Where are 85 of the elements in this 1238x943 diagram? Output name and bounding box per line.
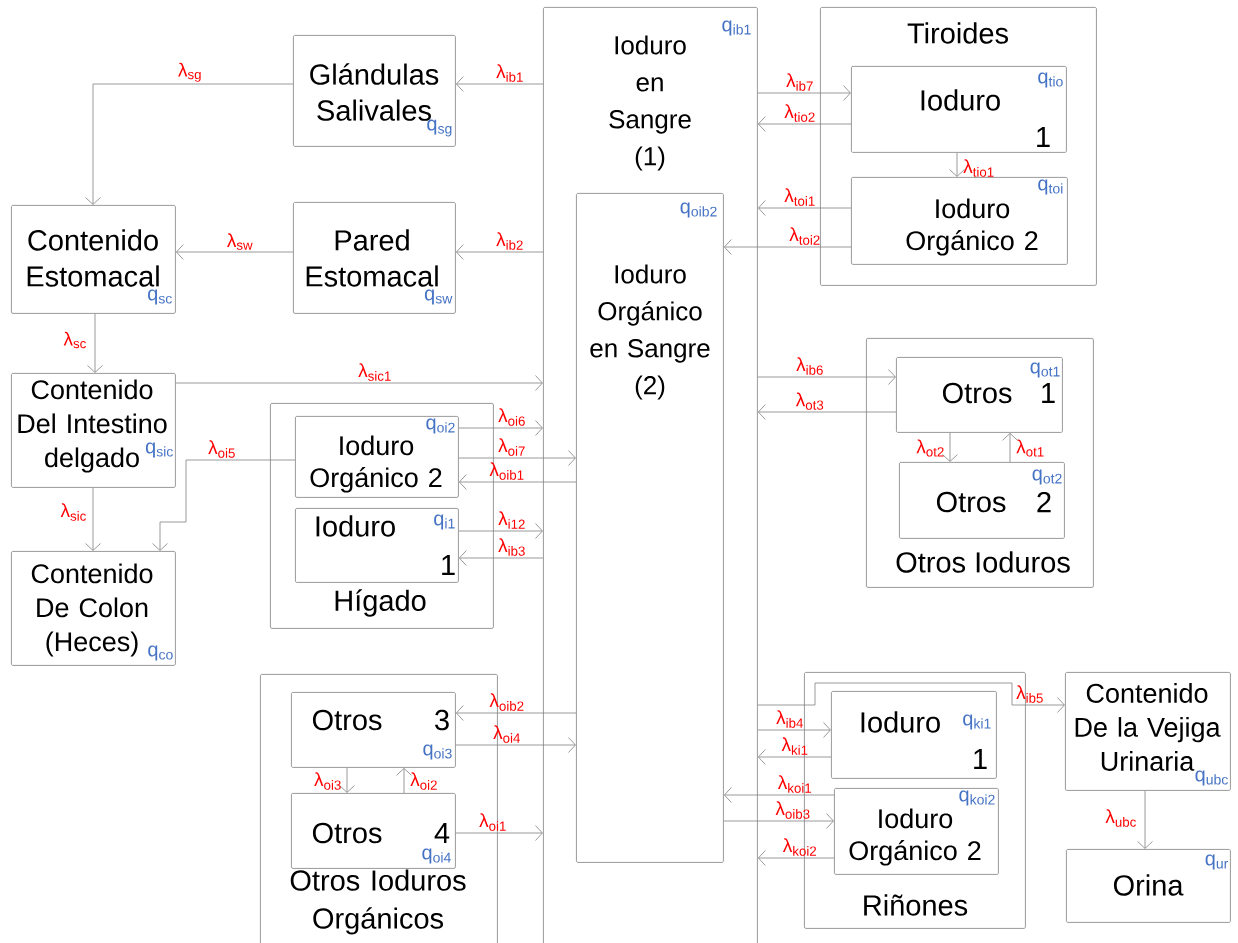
compartment-box: Contenido Estomacal q$_{sc}$ <box>11 205 176 314</box>
arrow <box>757 85 851 101</box>
arrow <box>458 474 577 490</box>
edge-label: λ$_{sg}$ <box>178 62 201 82</box>
edge-label: λ$_{oi4}$ <box>493 725 520 743</box>
arrow <box>455 244 544 260</box>
edge-label: λ$_{tio1}$ <box>963 159 994 177</box>
compartment-box: q$_{ot2}$ Otros 2 <box>899 462 1065 539</box>
edge-label: λ$_{ib7}$ <box>786 73 813 91</box>
arrow <box>175 244 294 260</box>
edge-label: λ$_{ot1}$ <box>1016 439 1044 457</box>
arrow <box>757 749 832 765</box>
arrow <box>757 722 831 738</box>
arrow <box>455 737 576 753</box>
edge-label: λ$_{ubc}$ <box>1105 809 1136 827</box>
edge-label: λ$_{koi2}$ <box>782 838 817 856</box>
edge-label: λ$_{ib1}$ <box>496 64 523 82</box>
compartment-box: q$_{oi2}$ Ioduro Orgánico 2 <box>295 416 459 498</box>
compartment-box: Ioduro q$_{i1}$ 1 <box>295 508 459 583</box>
arrow <box>175 375 543 391</box>
edge-label: λ$_{sc}$ <box>63 331 86 349</box>
edge-label: λ$_{oi1}$ <box>479 813 506 831</box>
compartment-box: Ioduro q$_{ki1}$ 1 <box>831 691 997 779</box>
arrow <box>757 682 1065 713</box>
edge-label: λ$_{oi2}$ <box>410 772 437 790</box>
compartment-box: Contenido Del Intestino delgado q$_{sic}$ <box>11 373 176 488</box>
arrow <box>757 369 896 385</box>
edge-label: λ$_{oi6}$ <box>498 408 525 426</box>
arrow <box>723 813 834 829</box>
edge-label: λ$_{ot2}$ <box>916 439 944 457</box>
arrow <box>455 825 543 841</box>
compartment-box: Contenido De Colon (Heces) q$_{co}$ <box>11 551 176 666</box>
edge-label: λ$_{i12}$ <box>498 511 525 529</box>
edge-label: λ$_{sic1}$ <box>358 363 391 381</box>
arrow <box>458 420 543 436</box>
compartment-box: Contenido De la Vejiga Urinaria q$_{ubc}$ <box>1065 672 1231 791</box>
arrow <box>723 239 852 255</box>
edge-label: λ$_{ib2}$ <box>496 232 523 250</box>
edge-label: λ$_{sw}$ <box>227 233 253 250</box>
arrow <box>723 787 835 803</box>
arrow <box>152 459 296 551</box>
edge-label: λ$_{oib2}$ <box>489 693 524 711</box>
arrow <box>87 313 103 373</box>
arrow <box>942 432 958 462</box>
arrow <box>396 767 412 794</box>
arrow <box>85 83 294 205</box>
arrow <box>458 450 576 466</box>
compartment-box: q$_{koi2}$ Ioduro Orgánico 2 <box>834 788 999 875</box>
compartment-box: q$_{ot1}$ Otros 1 <box>896 357 1063 433</box>
edge-label: λ$_{ib4}$ <box>776 710 803 728</box>
edge-label: λ$_{oi3}$ <box>314 772 341 790</box>
compartment-box: q$_{tio}$ Ioduro 1 <box>851 66 1067 153</box>
edge-label: λ$_{ib6}$ <box>796 357 823 375</box>
arrow <box>949 152 965 177</box>
edge-label: λ$_{toi2}$ <box>789 227 820 245</box>
edge-label: λ$_{tio2}$ <box>784 104 815 122</box>
arrow <box>757 200 852 216</box>
arrow <box>85 487 101 551</box>
arrow <box>757 850 835 866</box>
compartment-box: Otros 4 q$_{oi4}$ <box>291 793 456 869</box>
compartment-box: q$_{oib2}$ Ioduro Orgánico en Sangre (2) <box>576 193 724 863</box>
compartment-box: Orina q$_{ur}$ <box>1066 849 1231 923</box>
arrow <box>1137 790 1153 849</box>
edge-label: λ$_{ot3}$ <box>795 392 824 410</box>
edge-label: λ$_{oib3}$ <box>775 801 810 819</box>
arrow <box>1002 432 1018 463</box>
arrow <box>458 550 544 566</box>
arrow <box>458 523 543 539</box>
compartment-box: Otros 3 q$_{oi3}$ <box>291 692 456 768</box>
edge-label: λ$_{ib5}$ <box>1016 685 1043 703</box>
arrow <box>757 404 897 420</box>
arrow <box>339 767 355 793</box>
arrow <box>455 705 577 721</box>
edge-label: λ$_{sic}$ <box>60 503 86 521</box>
edge-label: λ$_{koi1}$ <box>777 775 812 793</box>
compartment-box: Glándulas Salivales q$_{sg}$ <box>293 35 456 147</box>
edge-label: λ$_{oi5}$ <box>208 440 235 458</box>
compartment-box: q$_{toi}$ Ioduro Orgánico 2 <box>851 177 1068 265</box>
arrow <box>455 76 544 92</box>
edge-label: λ$_{ki1}$ <box>781 737 808 755</box>
edge-label: λ$_{oi7}$ <box>498 438 525 456</box>
arrow <box>757 116 852 132</box>
edge-label: λ$_{toi1}$ <box>784 188 815 206</box>
compartment-box: Pared Estomacal q$_{sw}$ <box>293 202 456 314</box>
edge-label: λ$_{ib3}$ <box>498 538 525 556</box>
